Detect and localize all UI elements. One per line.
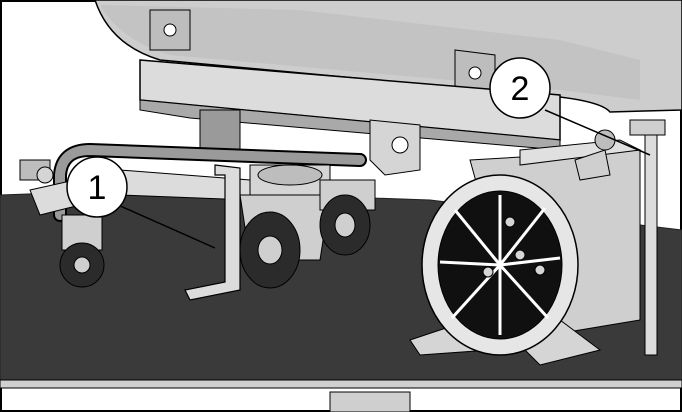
center-caster [239,164,331,289]
callout-2: 2 [489,57,551,119]
fan-bolts [482,216,546,278]
base-plate-edge [0,379,682,389]
rear-caster [319,179,376,256]
mount-bracket-part1 [184,164,241,301]
callout-2-label: 2 [511,70,530,108]
callout-1: 1 [66,156,128,218]
floor-block [329,391,411,412]
left-caster [59,214,105,288]
callout-2-leader [544,109,651,156]
support-rod-part2 [574,119,666,356]
callout-1-leader [117,204,216,249]
callout-1-label: 1 [88,169,107,207]
left-fitting [19,159,54,184]
bent-tube-fill [55,144,365,220]
